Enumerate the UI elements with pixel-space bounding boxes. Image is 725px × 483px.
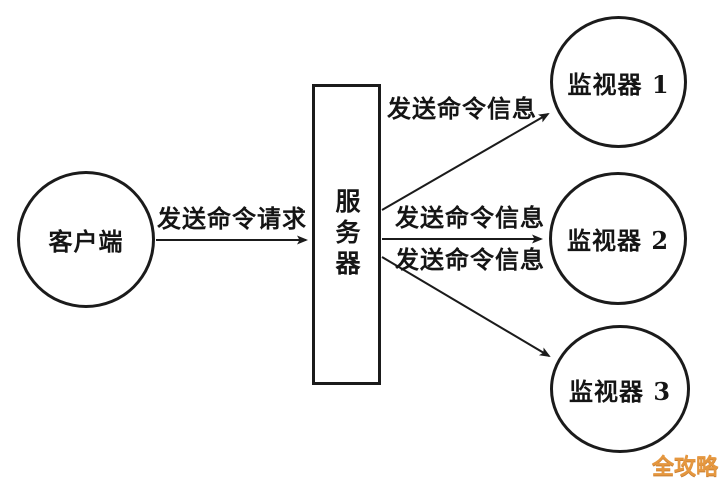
node-monitor3-label: 监视器 3: [568, 376, 672, 406]
node-server-label: 服务器: [332, 188, 361, 281]
node-monitor1-label: 监视器 1: [567, 69, 670, 99]
node-client-label: 客户端: [48, 227, 124, 256]
node-client: 客户端: [17, 171, 155, 308]
node-monitor2: 监视器 2: [549, 172, 687, 305]
node-monitor3: 监视器 3: [550, 325, 690, 453]
edge-client-server-label: 发送命令请求: [157, 204, 307, 233]
node-monitor2-label: 监视器 2: [566, 226, 670, 255]
edge-server-monitor1-label: 发送命令信息: [387, 94, 537, 123]
node-server: 服务器: [312, 84, 381, 385]
edge-server-monitor1-arrow: [381, 112, 550, 211]
watermark-text: 全攻略: [652, 455, 719, 480]
edge-server-monitor3-label: 发送命令信息: [395, 245, 545, 274]
edge-server-monitor2-label: 发送命令信息: [395, 203, 545, 232]
node-monitor1: 监视器 1: [550, 16, 687, 148]
